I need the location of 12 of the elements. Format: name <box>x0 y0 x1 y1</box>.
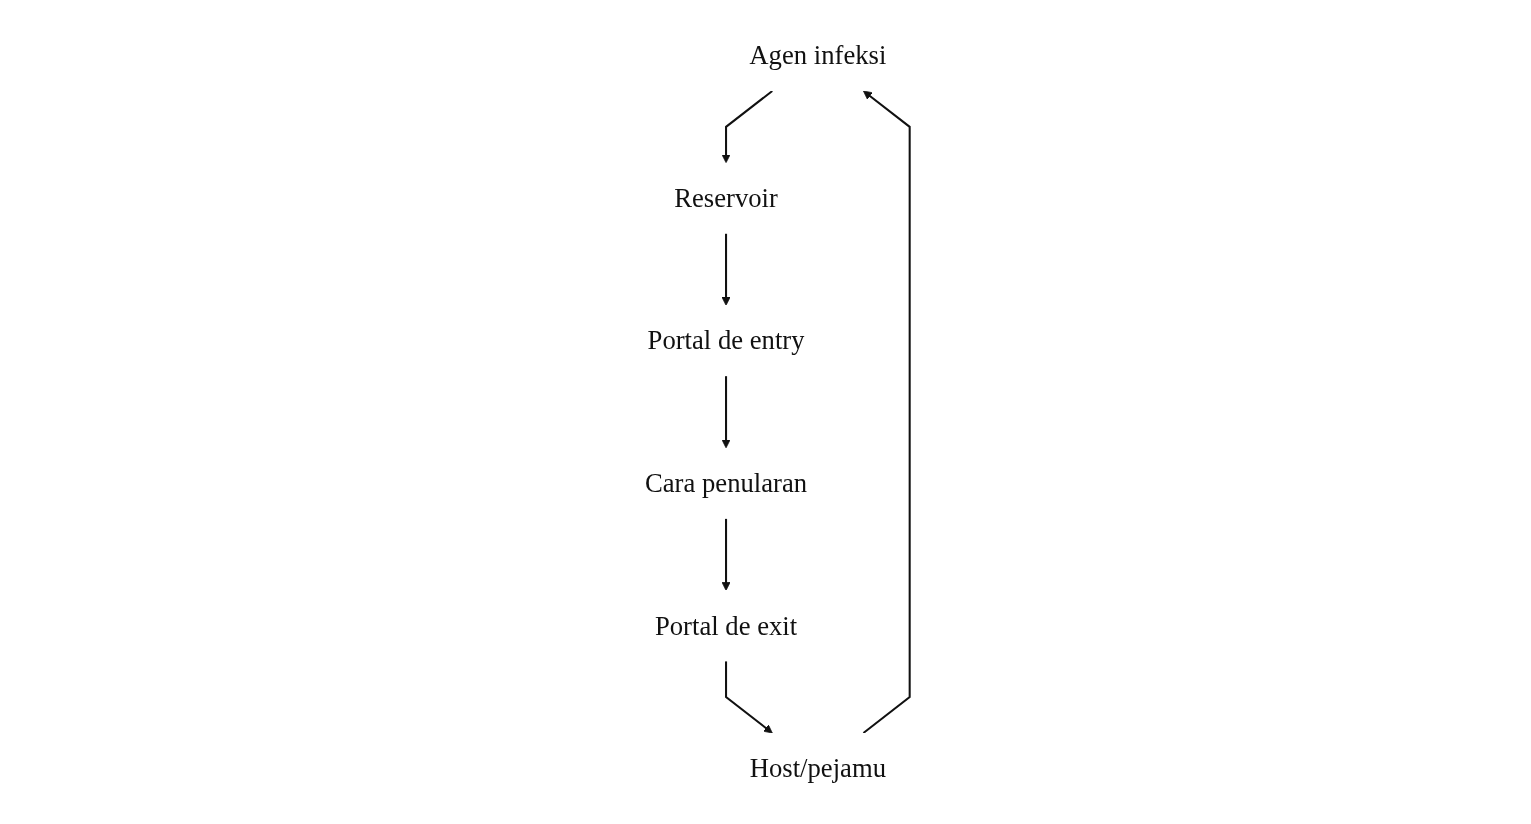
arrow <box>862 90 911 734</box>
node-text: Agen infeksi <box>749 40 887 71</box>
arrow <box>724 661 773 734</box>
node-text: Portal de entry <box>647 325 805 356</box>
node-text: Host/pejamu <box>749 753 886 784</box>
node-text: Reservoir <box>674 183 778 214</box>
arrow <box>721 233 731 306</box>
arrow <box>721 90 773 164</box>
node-text: Portal de exit <box>654 610 797 641</box>
node-text: Cara penularan <box>644 468 807 499</box>
arrow <box>721 518 731 591</box>
arrow <box>721 376 731 449</box>
